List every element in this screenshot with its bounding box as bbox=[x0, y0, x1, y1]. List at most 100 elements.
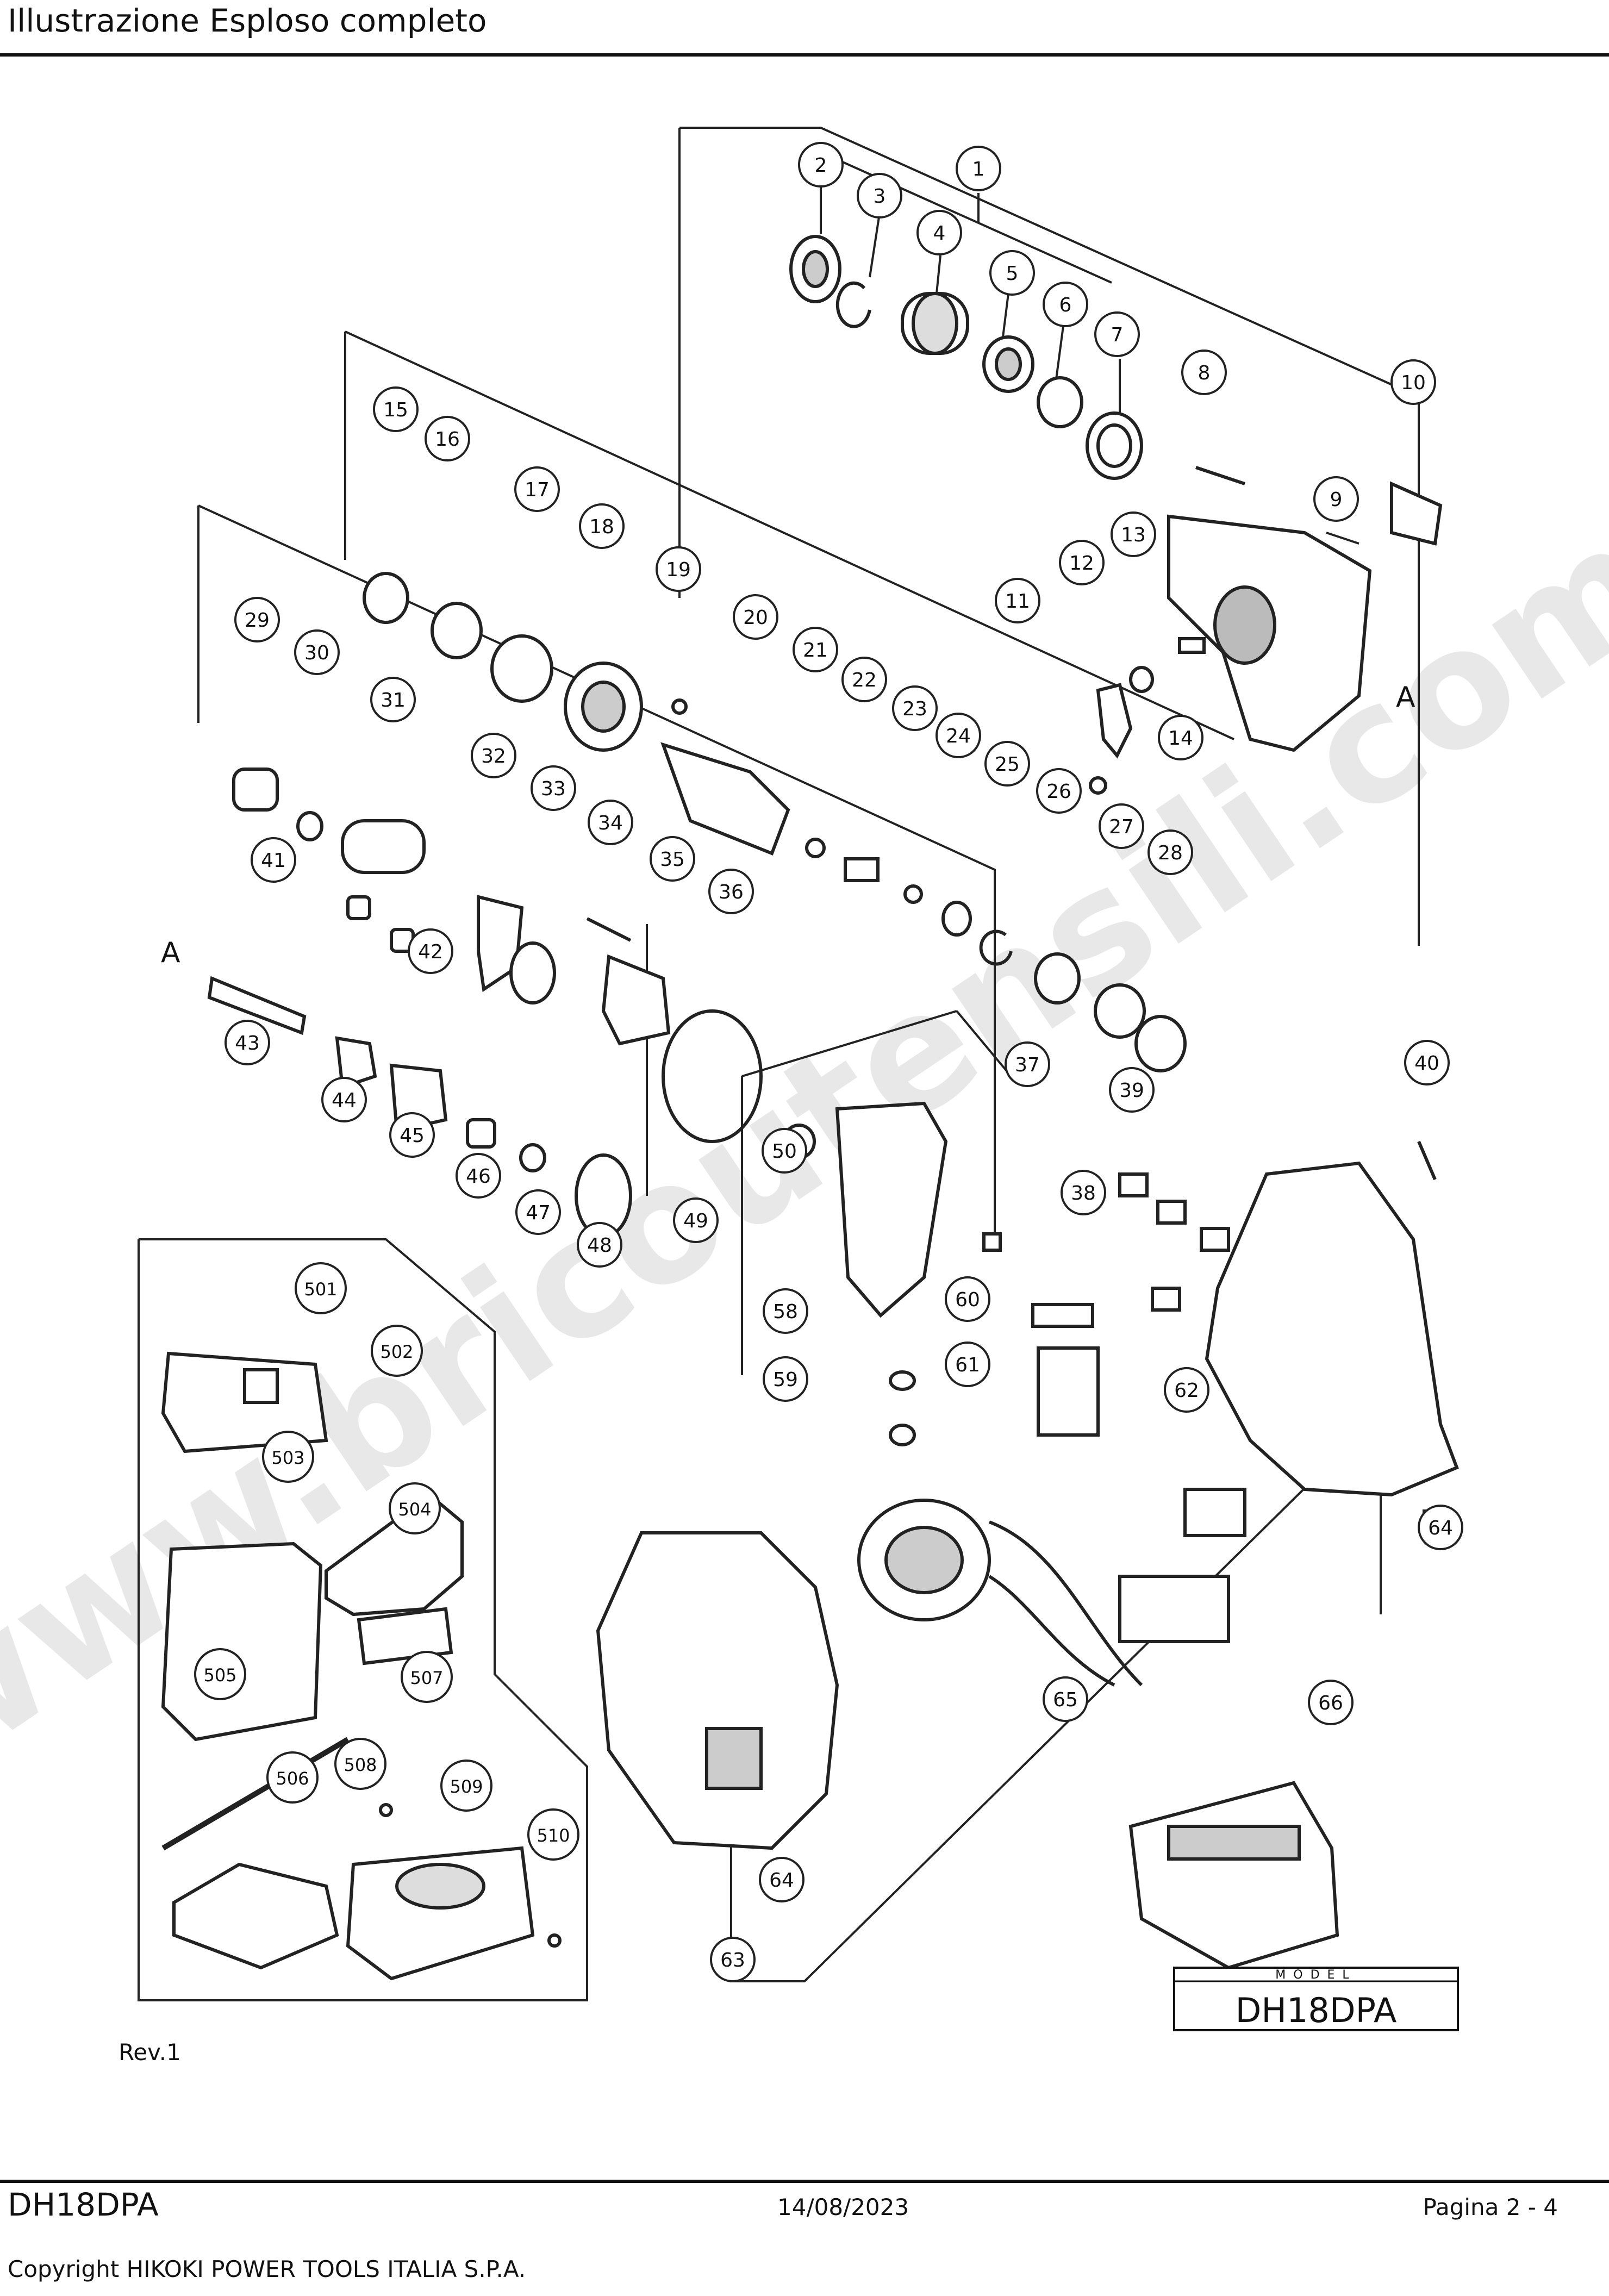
callout-circle-63 bbox=[710, 1937, 756, 1982]
callout-label-3: 3 bbox=[874, 185, 886, 208]
callout-circle-3 bbox=[857, 173, 902, 219]
callout-label-62: 62 bbox=[1174, 1380, 1199, 1402]
callout-circle-37 bbox=[1005, 1041, 1050, 1087]
callout-circle-4 bbox=[916, 210, 962, 255]
footer-copyright: Copyright HIKOKI POWER TOOLS ITALIA S.P.… bbox=[8, 2256, 526, 2282]
callout-label-43: 43 bbox=[235, 1032, 260, 1055]
callout-label-64: 64 bbox=[769, 1869, 794, 1892]
callout-label-509: 509 bbox=[450, 1776, 483, 1797]
callout-circle-18 bbox=[579, 503, 625, 549]
callout-label-60: 60 bbox=[955, 1289, 980, 1311]
callout-circle-64 bbox=[759, 1857, 804, 1902]
callout-circle-50 bbox=[762, 1128, 807, 1174]
callout-circle-14 bbox=[1158, 715, 1203, 760]
callout-circle-41 bbox=[251, 837, 296, 883]
callout-circle-39 bbox=[1109, 1067, 1155, 1113]
callout-label-37: 37 bbox=[1015, 1054, 1040, 1076]
callout-label-504: 504 bbox=[398, 1499, 431, 1520]
part-drawings bbox=[161, 235, 1459, 1981]
callout-circle-40 bbox=[1404, 1040, 1450, 1085]
callout-circle-501 bbox=[295, 1262, 347, 1314]
callout-label-58: 58 bbox=[773, 1301, 798, 1323]
callout-circle-502 bbox=[371, 1325, 423, 1377]
callout-circle-26 bbox=[1036, 768, 1082, 814]
callout-label-11: 11 bbox=[1005, 590, 1030, 613]
callout-label-19: 19 bbox=[666, 559, 691, 581]
callout-label-35: 35 bbox=[660, 848, 685, 871]
callout-circle-13 bbox=[1111, 511, 1156, 557]
callout-label-502: 502 bbox=[380, 1342, 413, 1362]
callout-label-29: 29 bbox=[245, 609, 270, 632]
callout-circle-31 bbox=[370, 677, 416, 722]
callout-circle-507 bbox=[401, 1651, 453, 1703]
callout-label-46: 46 bbox=[466, 1165, 491, 1188]
callout-label-24: 24 bbox=[946, 725, 971, 747]
callout-circle-46 bbox=[456, 1153, 501, 1199]
callout-label-9: 9 bbox=[1330, 489, 1343, 511]
model-name: DH18DPA bbox=[1236, 1991, 1397, 2030]
callout-label-34: 34 bbox=[598, 812, 623, 834]
callout-label-44: 44 bbox=[332, 1089, 357, 1112]
callout-label-32: 32 bbox=[481, 745, 506, 768]
callout-label-503: 503 bbox=[271, 1448, 304, 1468]
callout-label-47: 47 bbox=[526, 1202, 551, 1224]
callout-circle-503 bbox=[262, 1431, 314, 1483]
callout-circle-505 bbox=[194, 1648, 246, 1700]
callout-label-27: 27 bbox=[1109, 816, 1134, 838]
callout-circle-58 bbox=[763, 1288, 808, 1334]
callout-label-25: 25 bbox=[995, 753, 1020, 776]
callout-circle-65 bbox=[1043, 1676, 1088, 1722]
callout-circle-47 bbox=[515, 1189, 561, 1235]
callout-circle-61 bbox=[945, 1342, 990, 1387]
callout-circle-30 bbox=[294, 629, 340, 675]
callout-label-41: 41 bbox=[261, 850, 286, 872]
callout-circle-21 bbox=[793, 627, 838, 672]
callout-circle-24 bbox=[936, 713, 981, 758]
callout-label-31: 31 bbox=[381, 689, 406, 712]
callout-label-508: 508 bbox=[344, 1755, 377, 1775]
callout-label-506: 506 bbox=[276, 1768, 309, 1789]
callout-circle-1 bbox=[956, 146, 1001, 191]
callout-label-28: 28 bbox=[1158, 842, 1183, 864]
callout-circle-59 bbox=[763, 1356, 808, 1402]
callout-circle-8 bbox=[1181, 350, 1227, 395]
callout-label-26: 26 bbox=[1046, 781, 1071, 803]
callout-circle-9 bbox=[1313, 476, 1359, 522]
callout-circle-504 bbox=[389, 1482, 441, 1534]
callout-label-50: 50 bbox=[772, 1140, 797, 1163]
callout-circle-23 bbox=[892, 685, 938, 731]
callout-label-21: 21 bbox=[803, 639, 828, 662]
callout-label-2: 2 bbox=[815, 154, 827, 177]
callout-label-12: 12 bbox=[1069, 552, 1094, 575]
callout-circle-42 bbox=[408, 928, 453, 974]
callout-label-505: 505 bbox=[203, 1665, 236, 1686]
callout-circle-27 bbox=[1099, 803, 1144, 849]
callout-circle-43 bbox=[224, 1020, 270, 1065]
callout-label-22: 22 bbox=[852, 669, 877, 691]
callout-circle-11 bbox=[995, 578, 1040, 623]
model-box: MODEL DH18DPA bbox=[1173, 1967, 1459, 2031]
callout-label-61: 61 bbox=[955, 1354, 980, 1376]
reference-label-a: A bbox=[161, 937, 180, 969]
callout-label-40: 40 bbox=[1414, 1052, 1439, 1075]
callout-circle-509 bbox=[440, 1760, 492, 1812]
callout-circle-34 bbox=[588, 800, 633, 845]
callout-label-17: 17 bbox=[525, 479, 550, 501]
callout-circle-25 bbox=[984, 741, 1030, 787]
callout-label-5: 5 bbox=[1006, 263, 1019, 285]
callout-circle-66 bbox=[1308, 1680, 1354, 1725]
callout-circle-49 bbox=[673, 1197, 719, 1243]
callout-circle-44 bbox=[321, 1077, 367, 1122]
model-caption: MODEL bbox=[1275, 1968, 1356, 1982]
callout-label-63: 63 bbox=[720, 1949, 745, 1971]
callout-circle-60 bbox=[945, 1276, 990, 1322]
callout-circle-506 bbox=[266, 1751, 319, 1804]
callout-circle-10 bbox=[1390, 359, 1436, 405]
callout-circle-36 bbox=[708, 869, 754, 914]
callout-circle-17 bbox=[514, 466, 560, 512]
revision-label: Rev.1 bbox=[119, 2039, 181, 2066]
callout-label-8: 8 bbox=[1198, 362, 1211, 384]
callout-label-33: 33 bbox=[541, 778, 566, 800]
callout-circle-62 bbox=[1164, 1367, 1209, 1413]
callout-label-39: 39 bbox=[1119, 1080, 1144, 1102]
